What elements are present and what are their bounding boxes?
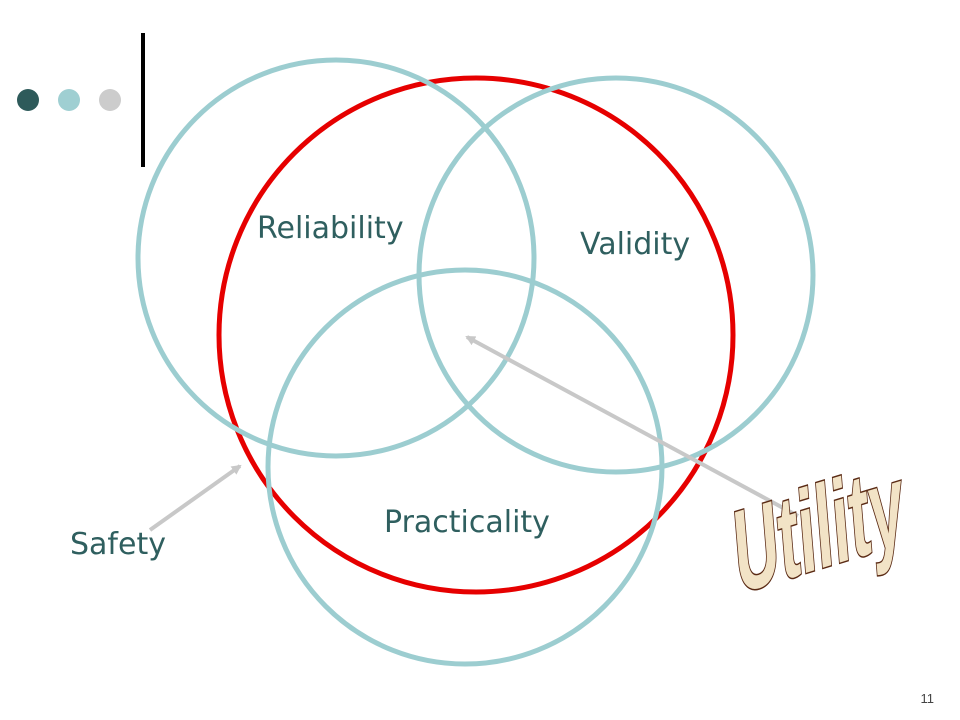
- page-number: 11: [920, 691, 935, 706]
- label-reliability: Reliability: [257, 211, 404, 246]
- label-safety: Safety: [70, 527, 166, 562]
- decor-dot-dark: [17, 89, 39, 111]
- circle-practicality: [265, 267, 665, 667]
- arrow-safety: [148, 464, 242, 532]
- decor-dot-grey: [99, 89, 121, 111]
- label-practicality: Practicality: [384, 505, 550, 540]
- circle-validity: [416, 75, 816, 475]
- wordart-utility: Utility: [729, 437, 908, 618]
- arrow-utility: [465, 335, 799, 518]
- outer-red-ring: [216, 75, 736, 595]
- circle-reliability: [135, 57, 537, 459]
- label-validity: Validity: [580, 227, 691, 262]
- title-divider-line: [141, 33, 145, 167]
- decor-dot-teal: [58, 89, 80, 111]
